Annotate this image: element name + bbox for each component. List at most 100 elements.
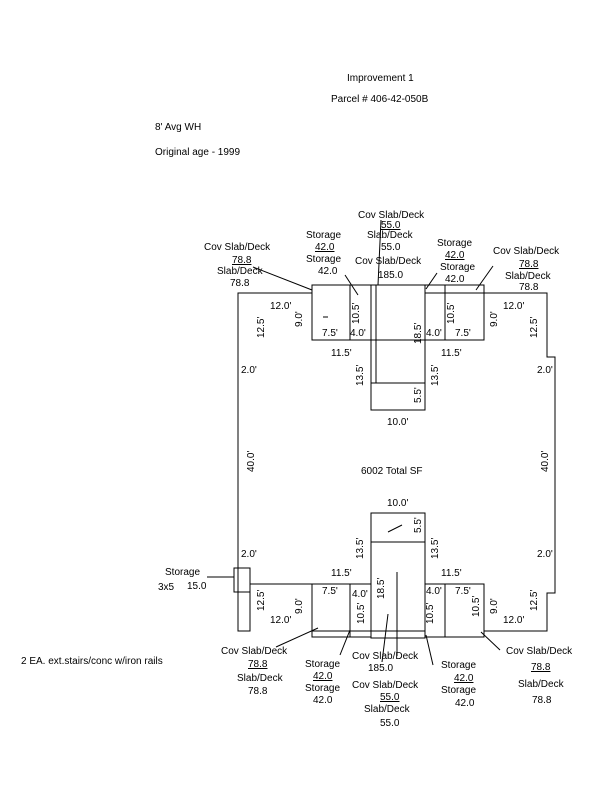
dim-left-13-5-bottom: 13.5' <box>355 538 366 559</box>
dim-left-9-bottom: 9.0' <box>294 598 305 614</box>
dim-bottom-left-12: 12.0' <box>270 615 291 626</box>
original-age-note: Original age - 1999 <box>155 147 241 158</box>
storage-label-bl2: Storage <box>305 683 340 694</box>
dim-right-12-5-top: 12.5' <box>529 317 540 338</box>
dim-bottom-left-4: 4.0' <box>352 589 368 600</box>
parcel-number: Parcel # 406-42-050B <box>331 94 429 105</box>
dim-top-5-5: 5.5' <box>413 387 424 403</box>
storage-label-left: Storage <box>165 567 200 578</box>
slab-label-tl: Slab/Deck <box>217 266 264 277</box>
bottom-right-storage-block <box>444 583 485 638</box>
dim-right-2-bottom: 2.0' <box>537 549 553 560</box>
top-right-storage-block <box>444 284 485 341</box>
cov-area-bc2: 55.0 <box>380 692 400 703</box>
dim-bottom-left-7-5: 7.5' <box>322 586 338 597</box>
dim-left-12-5-top: 12.5' <box>256 317 267 338</box>
dim-bottom-right-7-5: 7.5' <box>455 586 471 597</box>
storage-label-tr1: Storage <box>437 238 472 249</box>
dim-top-left-4: 4.0' <box>350 328 366 339</box>
dim-right-9-top: 9.0' <box>489 311 500 327</box>
dim-top-18-5: 18.5' <box>413 323 424 344</box>
slab-label-br: Slab/Deck <box>518 679 565 690</box>
storage-area-br1: 42.0 <box>454 673 474 684</box>
cov-slab-label-tr: Cov Slab/Deck <box>493 246 560 257</box>
dim-right-13-5-top: 13.5' <box>430 365 441 386</box>
left-storage-3x5 <box>233 567 251 593</box>
slab-area-bl: 78.8 <box>248 686 268 697</box>
storage-label-tl2: Storage <box>306 254 341 265</box>
dim-top-center-10: 10.0' <box>387 417 408 428</box>
cov-slab-label-bc: Cov Slab/Deck <box>352 651 419 662</box>
dim-left-2-bottom: 2.0' <box>241 549 257 560</box>
slab-area-tc: 55.0 <box>381 242 401 253</box>
dim-left-10-5-top: 10.5' <box>351 303 362 324</box>
cov-slab-label-br: Cov Slab/Deck <box>506 646 573 657</box>
cov-area-tc: 55.0 <box>381 220 401 231</box>
dim-right-12-5-bottom: 12.5' <box>529 590 540 611</box>
total-area: 6002 Total SF <box>361 466 423 477</box>
cov-slab-label-tc2: Cov Slab/Deck <box>355 256 422 267</box>
dim-bottom-right-11-5: 11.5' <box>441 568 462 579</box>
dim-bottom-left-11-5: 11.5' <box>331 568 352 579</box>
wall-height-note: 8' Avg WH <box>155 122 202 133</box>
page-title: Improvement 1 <box>347 73 414 84</box>
dim-right-13-5-bottom: 13.5' <box>430 538 441 559</box>
storage-size-left: 3x5 <box>158 582 175 593</box>
dim-bottom-18-5: 18.5' <box>376 578 387 599</box>
cov-slab-label-bl: Cov Slab/Deck <box>221 646 288 657</box>
storage-area-tl1: 42.0 <box>315 242 335 253</box>
cov-area-tl: 78.8 <box>232 255 252 266</box>
dim-top-right-7-5: 7.5' <box>455 328 471 339</box>
cov-area-bl: 78.8 <box>248 659 268 670</box>
slab-label-bl: Slab/Deck <box>237 673 284 684</box>
storage-label-tl1: Storage <box>306 230 341 241</box>
dim-bottom-right-4: 4.0' <box>426 586 442 597</box>
dim-left-2-top: 2.0' <box>241 365 257 376</box>
slab-area-br: 78.8 <box>532 695 552 706</box>
storage-label-tr2: Storage <box>440 262 475 273</box>
storage-area-tr1: 42.0 <box>445 250 465 261</box>
slab-area-tl: 78.8 <box>230 278 250 289</box>
dim-top-left-12: 12.0' <box>270 301 291 312</box>
top-center-deck <box>370 284 426 411</box>
dim-right-10-5-top: 10.5' <box>446 303 457 324</box>
storage-area-bl1: 42.0 <box>313 671 333 682</box>
cov-area-tc2: 185.0 <box>378 270 403 281</box>
dim-top-left-11-5: 11.5' <box>331 348 352 359</box>
dim-right-10-5-bottom-b: 10.5' <box>471 596 482 617</box>
dim-bottom-center-10: 10.0' <box>387 498 408 509</box>
storage-area-tr2: 42.0 <box>445 274 465 285</box>
dim-left-9-top: 9.0' <box>294 311 305 327</box>
storage-area-bl2: 42.0 <box>313 695 333 706</box>
storage-area-tl2: 42.0 <box>318 266 338 277</box>
storage-label-bl1: Storage <box>305 659 340 670</box>
dim-bottom-5-5: 5.5' <box>413 517 424 533</box>
cov-area-bc: 185.0 <box>368 663 393 674</box>
dim-right-2-top: 2.0' <box>537 365 553 376</box>
cov-slab-label-bc2: Cov Slab/Deck <box>352 680 419 691</box>
cov-slab-label-tl: Cov Slab/Deck <box>204 242 271 253</box>
slab-area-tr: 78.8 <box>519 282 539 293</box>
dim-top-left-7-5: 7.5' <box>322 328 338 339</box>
dim-right-10-5-bottom: 10.5' <box>425 603 436 624</box>
dim-right-9-bottom: 9.0' <box>489 598 500 614</box>
storage-label-br1: Storage <box>441 660 476 671</box>
dim-left-40: 40.0' <box>246 451 257 472</box>
dim-left-12-5-bottom: 12.5' <box>256 590 267 611</box>
slab-label-bc: Slab/Deck <box>364 704 411 715</box>
slab-label-tc: Slab/Deck <box>367 230 414 241</box>
storage-area-left: 15.0 <box>187 581 207 592</box>
storage-area-br2: 42.0 <box>455 698 475 709</box>
dim-left-13-5-top: 13.5' <box>355 365 366 386</box>
dim-top-right-12: 12.0' <box>503 301 524 312</box>
dim-right-40: 40.0' <box>540 451 551 472</box>
slab-area-bc: 55.0 <box>380 718 400 729</box>
dim-bottom-right-12: 12.0' <box>503 615 524 626</box>
cov-area-br: 78.8 <box>531 662 551 673</box>
stairs-note: 2 EA. ext.stairs/conc w/iron rails <box>21 656 163 667</box>
bottom-left-storage-strip <box>349 583 372 638</box>
slab-label-tr: Slab/Deck <box>505 271 552 282</box>
dim-top-right-11-5: 11.5' <box>441 348 462 359</box>
bottom-center-deck <box>370 512 426 639</box>
